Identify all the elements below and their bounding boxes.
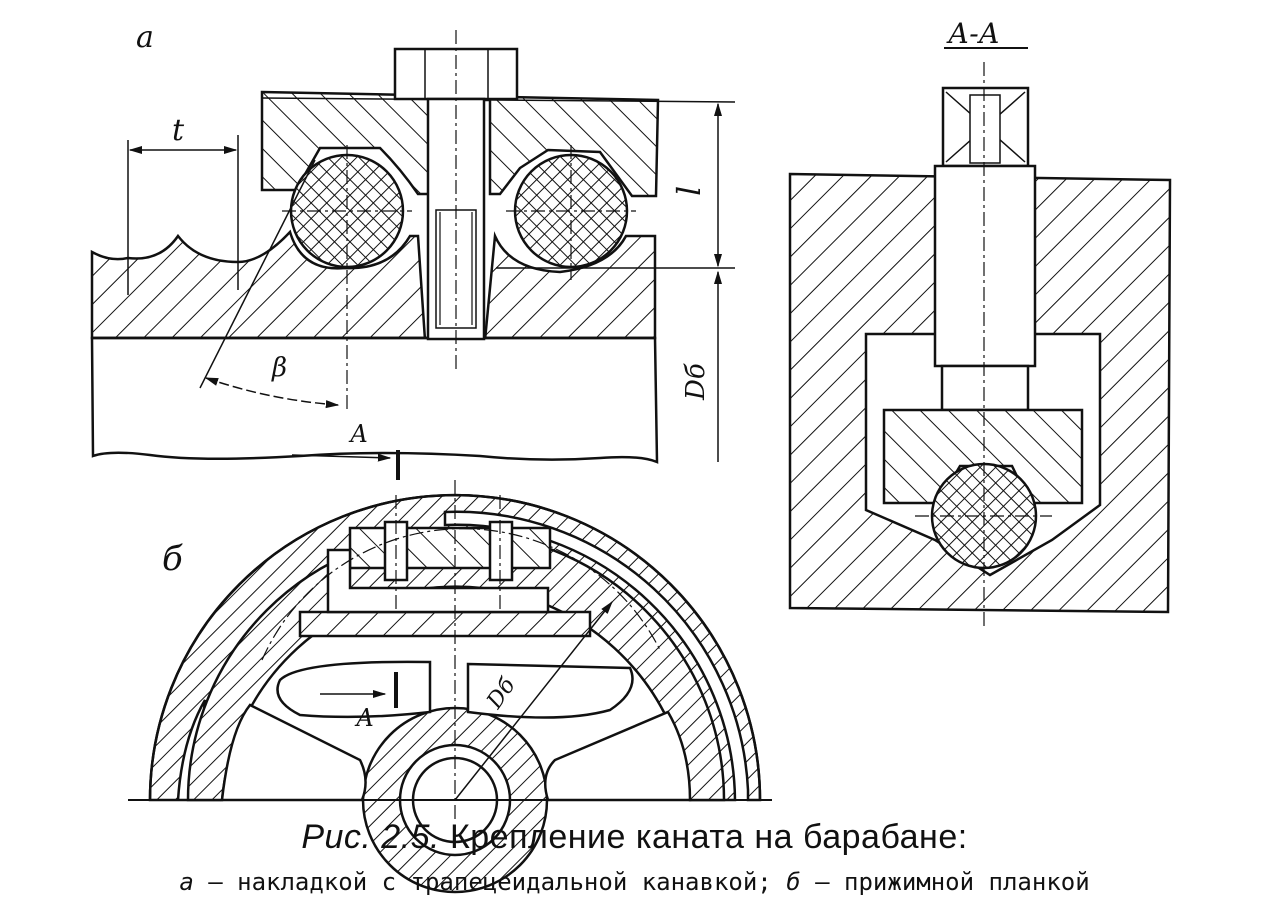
panel-b-label: б [162,539,183,579]
figure-caption-title: Рис. 2.5. Крепление каната на барабане: [0,818,1269,857]
spoke-window-right [466,662,634,719]
dim-diameter-a: Dб [681,363,711,401]
section-mark-top: А [348,420,368,448]
spoke-window-left [276,660,432,719]
section-mark-bottom: А [354,704,374,732]
spoke-window-right-low [543,710,692,802]
section-clamp-plate [882,408,1084,505]
section-bolt-shank [933,164,1037,368]
lower-plate [298,610,592,638]
caption-title: Крепление каната на барабане: [449,818,968,856]
drum-body [90,229,657,342]
upper-plate [348,526,552,570]
figure-caption-legend: а — накладкой с трапецеидальной канавкой… [0,868,1269,896]
section-a-a [788,47,1172,628]
view-a [90,30,736,480]
dim-pitch-t: t [172,113,185,148]
caption-b-text: — прижимной планкой [815,868,1090,896]
clamp-plate [260,90,660,198]
caption-b-marker: б [786,868,801,896]
caption-a-text: — накладкой с трапецеидальной канавкой; [208,868,772,896]
clamp-bracket [326,548,550,614]
caption-prefix: Рис. 2.5. [301,818,441,856]
view-b [128,480,772,894]
drum-lower [90,336,659,464]
section-label: А-А [946,17,1000,50]
section-drum [788,172,1172,614]
dim-height-l: l [670,186,708,196]
dim-angle-beta: β [271,353,287,383]
panel-a-label: а [136,20,154,55]
caption-a-marker: а [179,868,194,896]
spoke-window-left-low [220,703,367,802]
small-bolt-right [488,520,514,582]
